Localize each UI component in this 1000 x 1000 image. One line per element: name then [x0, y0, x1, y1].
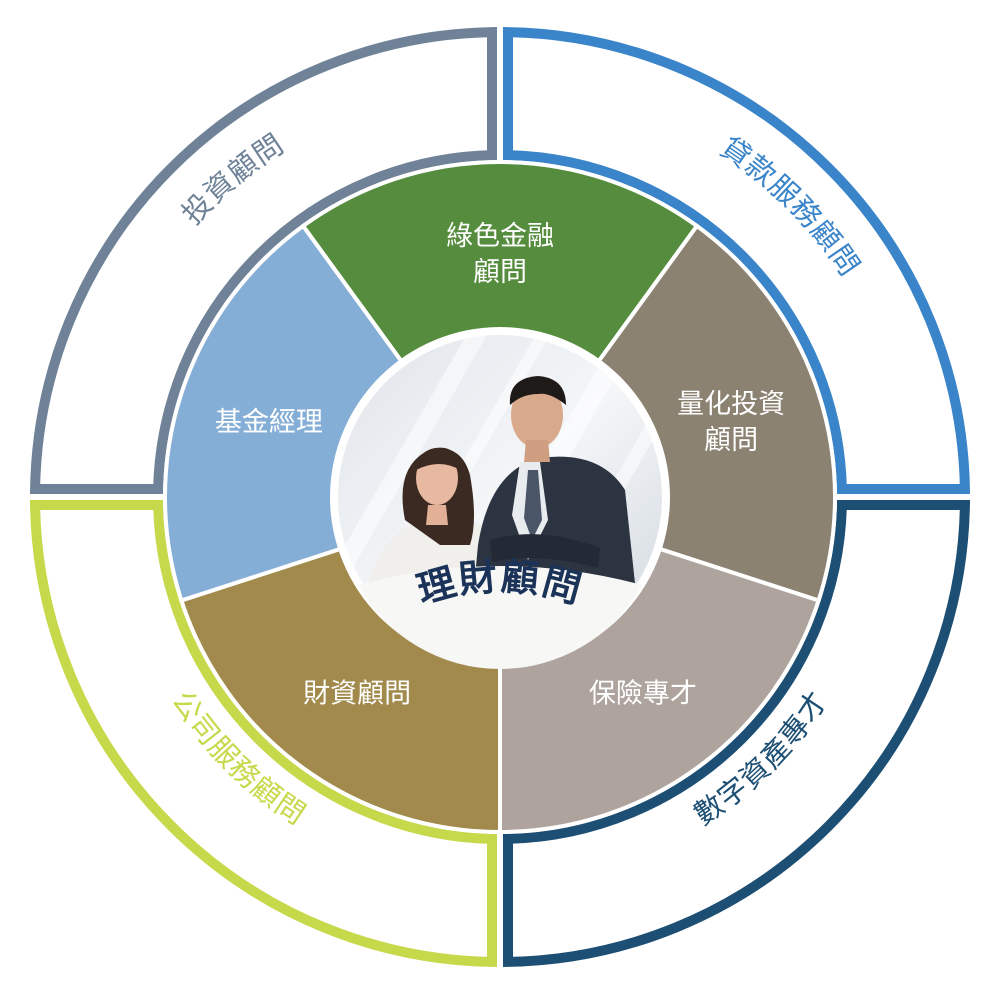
quadrant-investment-advisor-frame — [29, 26, 497, 494]
segment-label-line: 綠色金融 — [446, 221, 554, 252]
segment-label-fund-manager: 基金經理 — [215, 407, 323, 438]
segment-label-financial-consulting: 財資顧問 — [303, 679, 411, 710]
segment-label-line: 顧問 — [704, 425, 758, 456]
segment-label-line: 量化投資 — [677, 389, 785, 420]
segment-label-line: 保險專才 — [589, 679, 697, 710]
quadrant-digital-assets-frame — [503, 500, 971, 968]
segment-label-quant-investment: 量化投資顧問 — [677, 389, 785, 456]
outer-ring — [29, 26, 971, 968]
quadrant-corporate-services-frame — [29, 500, 497, 968]
segment-label-line: 顧問 — [473, 257, 527, 288]
segment-label-insurance: 保險專才 — [589, 679, 697, 710]
segment-label-green-finance: 綠色金融顧問 — [446, 221, 554, 288]
quadrant-loan-services-frame — [503, 26, 971, 494]
center-title-band — [358, 566, 642, 669]
segment-label-line: 財資顧問 — [303, 679, 411, 710]
center-photo: 理財顧問 — [330, 327, 670, 669]
segment-label-line: 基金經理 — [215, 407, 323, 438]
